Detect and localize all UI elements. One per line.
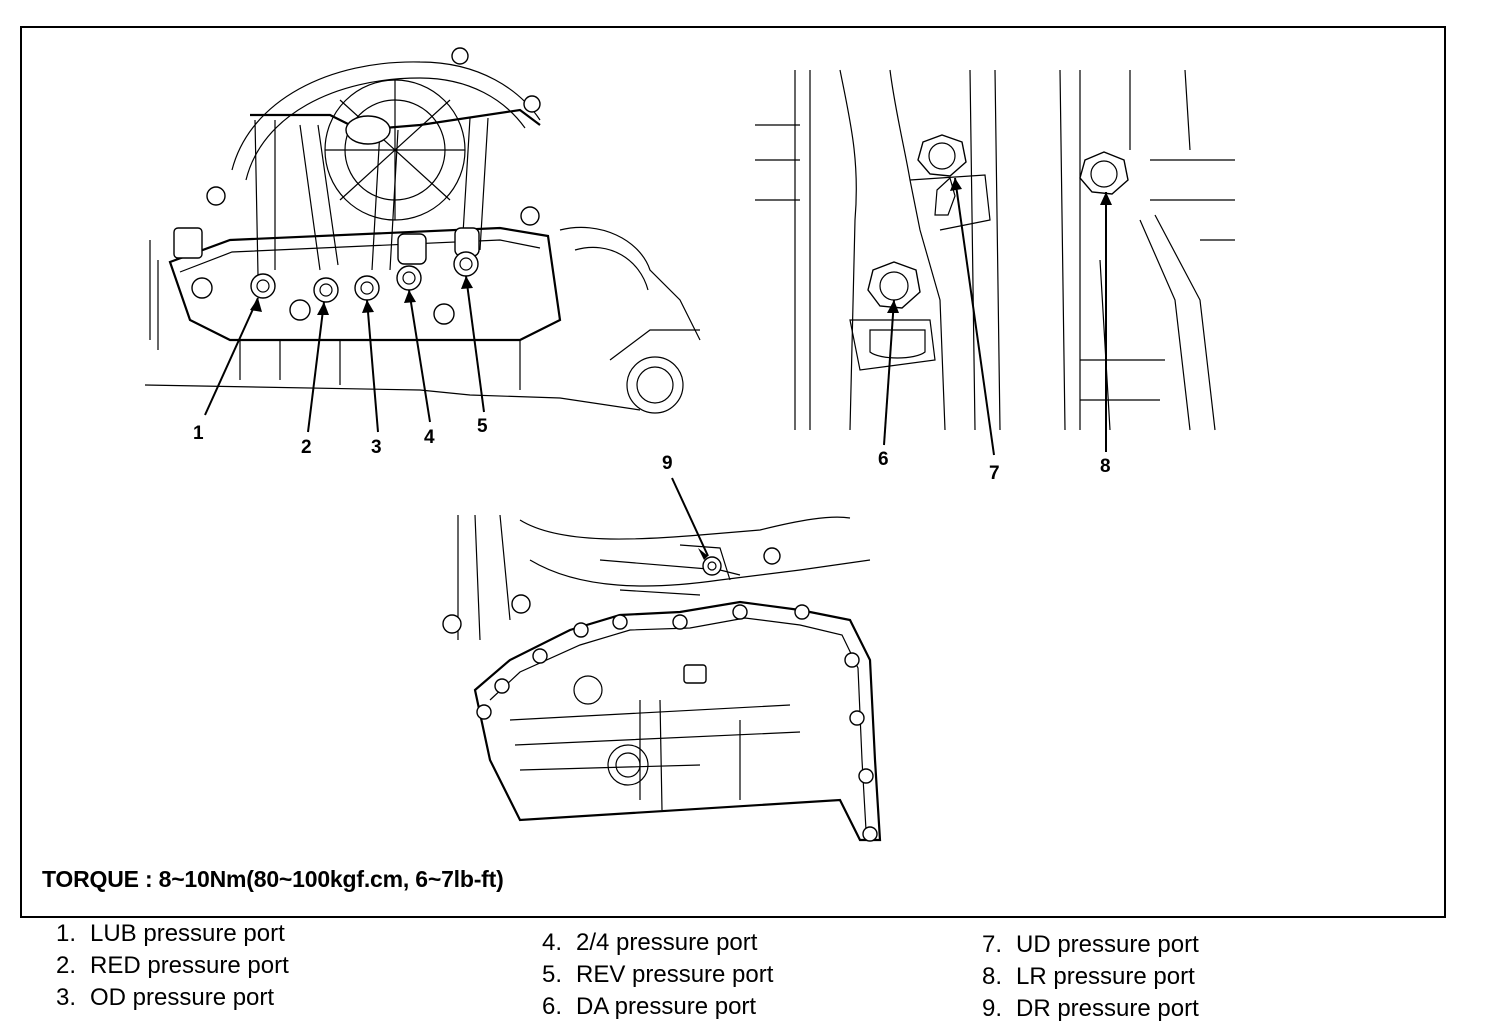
cover-bolts xyxy=(173,47,541,325)
legend-item: 4. 2/4 pressure port xyxy=(542,927,773,959)
legend-item: 6. DA pressure port xyxy=(542,991,773,1023)
legend-item: 7. UD pressure port xyxy=(982,929,1199,961)
legend-label: 2/4 pressure port xyxy=(576,929,758,956)
legend-number: 6. xyxy=(542,993,563,1020)
callout-1: 1 xyxy=(193,423,204,444)
legend-item: 5. REV pressure port xyxy=(542,959,773,991)
callout-arrows xyxy=(204,177,1112,560)
legend-column-1: 1.LUB pressure port 2.RED pressure port … xyxy=(56,918,289,1014)
port-circles xyxy=(250,251,479,303)
callout-2: 2 xyxy=(301,437,312,458)
legend-item: 3. OD pressure port xyxy=(56,982,289,1014)
legend-number: 8. xyxy=(982,963,1003,990)
legend-label: LR pressure port xyxy=(1016,963,1195,990)
callout-9: 9 xyxy=(662,453,673,474)
legend-number: 5. xyxy=(542,961,563,988)
legend-number: 7. xyxy=(982,931,1003,958)
pan-bolts xyxy=(442,547,878,842)
legend-item: 1. LUB pressure port xyxy=(56,918,289,950)
legend-number: 1. xyxy=(56,920,77,947)
legend-number: 9. xyxy=(982,995,1003,1022)
callout-3: 3 xyxy=(371,437,382,458)
legend-column-3: 7. UD pressure port 8. LR pressure port 9.… xyxy=(982,929,1199,1025)
legend-column-2: 4.2/4 pressure port 5.REV pressure port … xyxy=(542,927,773,1023)
legend-label: RED pressure port xyxy=(90,952,289,979)
callout-5: 5 xyxy=(477,416,488,437)
view-top-right xyxy=(755,69,1235,431)
callout-7: 7 xyxy=(989,463,1000,484)
legend-label: DR pressure port xyxy=(1016,995,1199,1022)
legend-item: 9. DR pressure port xyxy=(982,993,1199,1025)
legend-label: DA pressure port xyxy=(576,993,757,1020)
legend-label: LUB pressure port xyxy=(90,920,285,947)
legend-item: 8. LR pressure port xyxy=(982,961,1199,993)
legend-number: 4. xyxy=(542,929,563,956)
view-bottom xyxy=(442,514,882,842)
callout-6: 6 xyxy=(878,449,889,470)
legend-number: 2. xyxy=(56,952,77,979)
legend-label: UD pressure port xyxy=(1016,931,1199,958)
legend-label: REV pressure port xyxy=(576,961,774,988)
legend-number: 3. xyxy=(56,984,77,1011)
diagram-frame xyxy=(20,26,1446,918)
legend-label: OD pressure port xyxy=(90,984,275,1011)
torque-spec: TORQUE : 8~10Nm(80~100kgf.cm, 6~7lb-ft) xyxy=(42,866,504,892)
legend-item: 2. RED pressure port xyxy=(56,950,289,982)
view-top-left xyxy=(144,47,701,414)
callout-4: 4 xyxy=(424,427,435,448)
callout-8: 8 xyxy=(1100,456,1111,477)
